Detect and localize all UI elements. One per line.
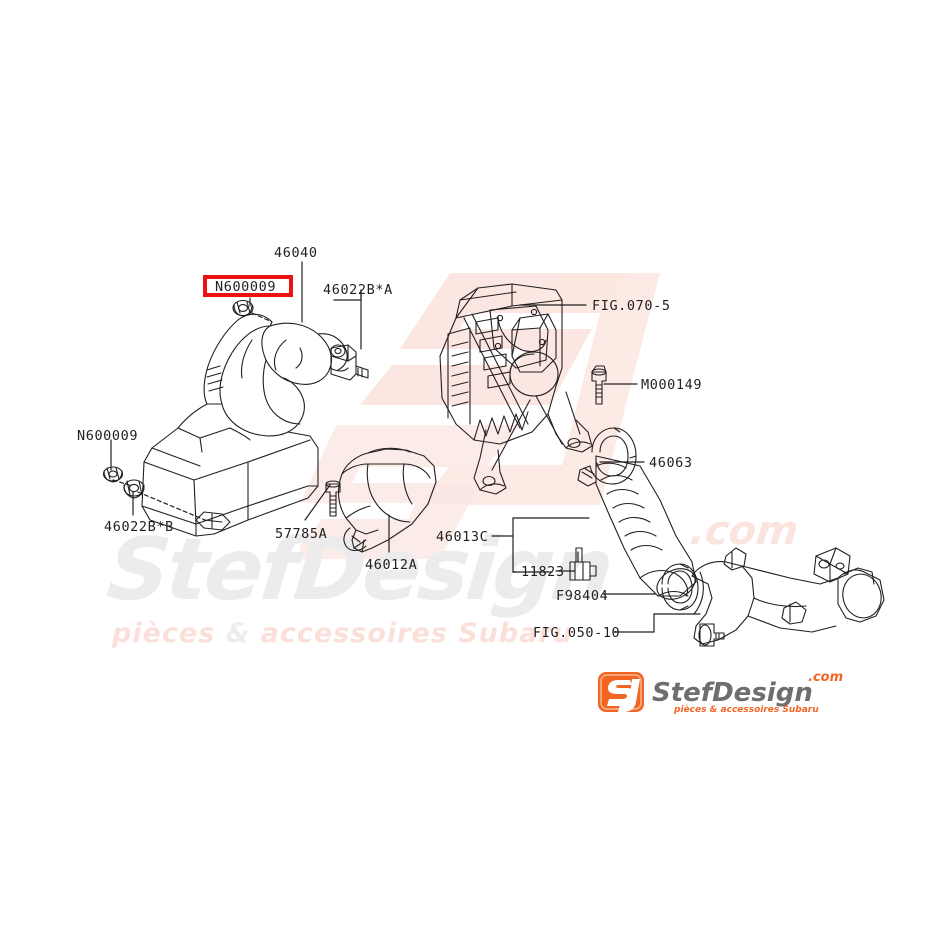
part-label-11823: 11823 <box>521 564 565 580</box>
leader-lines <box>110 261 701 633</box>
logo-domain: .com <box>808 670 843 685</box>
part-57785a-bolt <box>325 480 341 517</box>
part-label-m000149: M000149 <box>641 377 703 393</box>
part-n600009-grommet-lower <box>102 466 124 483</box>
logo-tagline: pièces & accessoires Subaru <box>673 704 819 715</box>
part-label-fig050-10: FIG.050-10 <box>533 625 621 641</box>
part-46022ba-clip <box>330 344 369 381</box>
part-46022bb-clip <box>123 479 145 499</box>
part-label-f98404: F98404 <box>556 588 609 604</box>
part-46012a-cover <box>337 447 437 553</box>
brand-logo: StefDesign .com pièces & accessoires Sub… <box>598 670 843 715</box>
part-label-46040: 46040 <box>274 245 318 261</box>
part-label-fig070-5: FIG.070-5 <box>592 298 671 314</box>
part-46013c-boot <box>595 455 697 600</box>
part-label-46022b-a: 46022B*A <box>323 282 393 298</box>
part-11823-fitting <box>569 547 597 581</box>
part-fig0705-air-cleaner-case <box>439 283 593 495</box>
logo-mark-icon <box>598 672 644 712</box>
logo-wordmark: StefDesign <box>652 678 813 708</box>
part-m000149-bolt <box>591 365 607 405</box>
part-label-46022b-b: 46022B*B <box>104 519 174 535</box>
highlighted-part-box <box>203 275 293 297</box>
part-label-n600009-lower: N600009 <box>77 428 139 444</box>
part-fig05010-throttle-duct <box>691 547 885 647</box>
part-label-n600009-upper: N600009 <box>215 279 277 295</box>
part-label-46012a: 46012A <box>365 557 418 573</box>
part-f98404-clamp <box>661 563 699 611</box>
part-label-57785a: 57785A <box>275 526 328 542</box>
part-label-46013c: 46013C <box>436 529 489 545</box>
part-label-46063: 46063 <box>649 455 693 471</box>
part-n600009-grommet-upper <box>232 299 254 317</box>
